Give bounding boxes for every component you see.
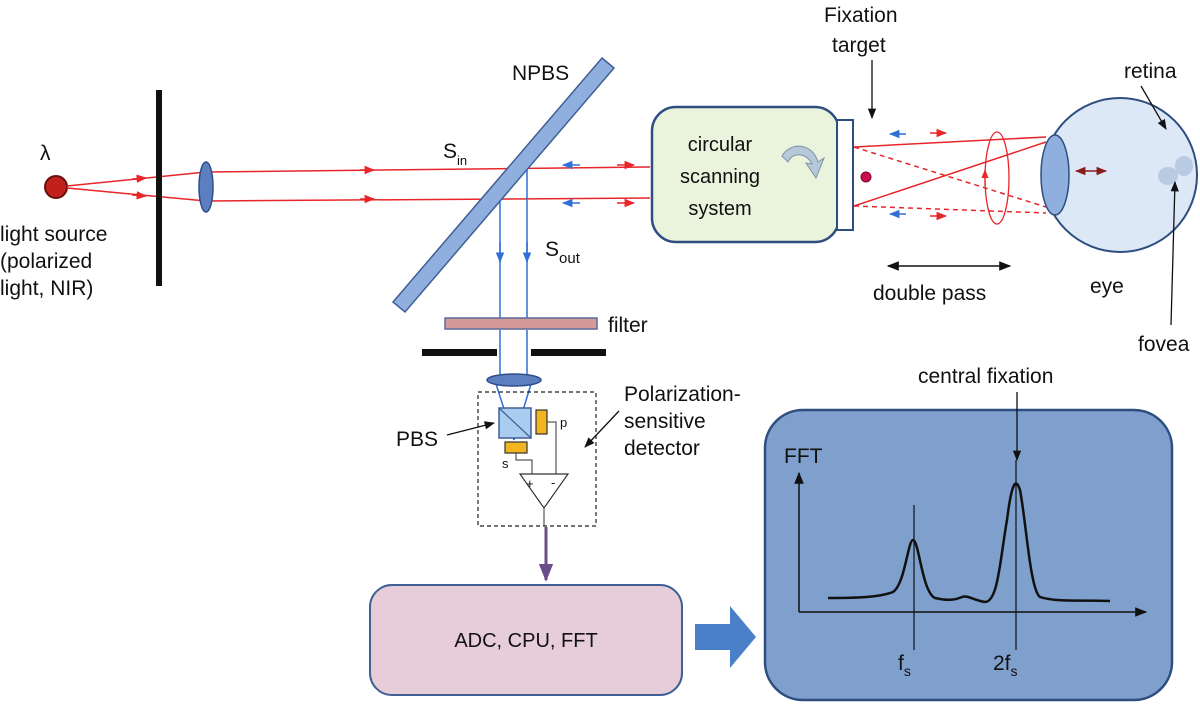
fft-panel: FFT fs 2fs [763, 408, 1174, 702]
block-arrow [695, 606, 756, 668]
return-beam-arrows [561, 160, 636, 208]
input-beam-arrows [131, 165, 376, 204]
eye-beam-arrows [888, 128, 948, 221]
polarization-detector: p s + - [477, 391, 597, 527]
eye-label: eye [1090, 275, 1124, 298]
light-source-label-2: (polarized [0, 250, 92, 273]
light-source: λ light source (polarized light, NIR) [0, 142, 107, 300]
scanner-label-2: scanning [680, 166, 760, 188]
fixation-label-2: target [832, 34, 886, 57]
scan-rotation-ellipse [984, 131, 1010, 225]
plus-sign: + [526, 476, 534, 491]
fovea-pointer [1170, 180, 1179, 326]
scanner-label-1: circular [688, 134, 753, 156]
detection-beam [495, 170, 532, 441]
fovea-spot [1158, 167, 1178, 185]
light-source-label-3: light, NIR) [0, 277, 93, 300]
pbs-label: PBS [396, 428, 438, 451]
central-fixation-label: central fixation [918, 365, 1053, 388]
pbs-pointer [446, 421, 496, 436]
scanner-window [836, 119, 854, 231]
filter-label: filter [608, 314, 648, 337]
retina-label: retina [1124, 60, 1177, 83]
processor-label: ADC, CPU, FFT [454, 630, 597, 652]
eye [1040, 97, 1198, 253]
retina-pointer [1140, 85, 1167, 130]
lambda-symbol: λ [40, 142, 51, 165]
detector-label-1: Polarization- [624, 383, 741, 406]
scanner-label-3: system [688, 198, 751, 220]
fs-label: fs [898, 652, 911, 679]
npbs-label: NPBS [512, 62, 569, 85]
fixation-target-dot [860, 171, 872, 183]
2fs-label: 2fs [993, 652, 1018, 679]
aperture-stop [156, 90, 162, 286]
collimating-lens [198, 161, 214, 213]
fixation-label-1: Fixation [824, 4, 898, 27]
p-photodiode [535, 409, 548, 435]
aperture-left [422, 349, 497, 356]
eye-lens [1040, 134, 1070, 216]
light-source-label-1: light source [0, 223, 107, 246]
focusing-lens [486, 373, 542, 387]
input-beam [66, 166, 651, 202]
macula-spot [1175, 156, 1193, 176]
s-photodiode [504, 441, 528, 454]
rotation-icon [781, 145, 826, 180]
s-out-label: Sout [545, 238, 581, 267]
fft-axis-label: FFT [784, 445, 823, 468]
minus-sign: - [551, 475, 555, 490]
detector-label-3: detector [624, 437, 700, 460]
differential-amplifier [518, 473, 570, 510]
scanning-system: circular scanning system [650, 105, 854, 244]
s-label: s [502, 456, 509, 471]
fovea-label: fovea [1138, 333, 1190, 356]
s-in-label: Sin [443, 140, 467, 168]
detector-label-2: sensitive [624, 410, 706, 433]
processor-box: ADC, CPU, FFT [369, 584, 683, 696]
filter [444, 317, 598, 330]
npbs-beamsplitter: NPBS [391, 56, 616, 314]
aperture-right [531, 349, 606, 356]
fft-spectrum-curve [827, 482, 1111, 604]
double-pass-label: double pass [873, 282, 986, 305]
detector-pointer [584, 410, 620, 448]
p-label: p [560, 415, 567, 430]
